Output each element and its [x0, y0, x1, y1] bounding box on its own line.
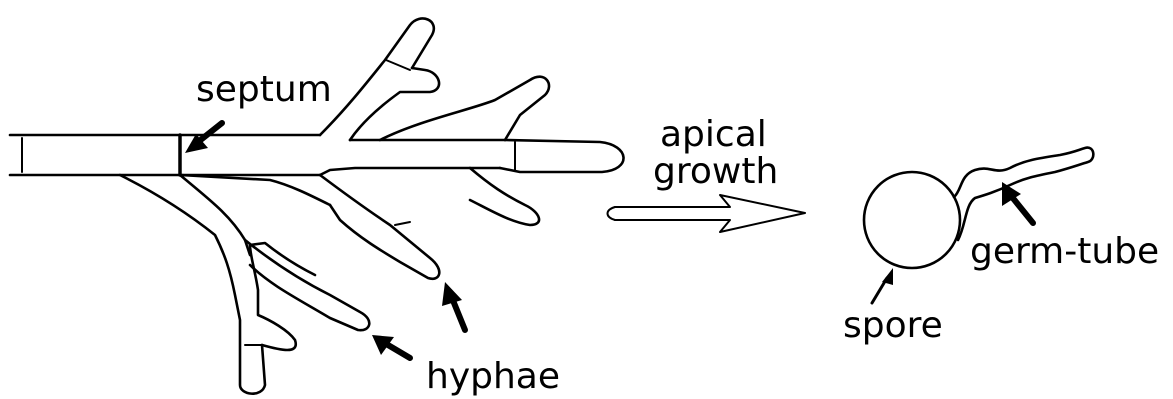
germ-tube-label: germ-tube: [970, 231, 1159, 272]
spore-body: [862, 170, 962, 270]
septum-pointer: [185, 120, 225, 153]
spore-with-germ-tube: [862, 146, 1095, 270]
germ-tube: [952, 146, 1095, 242]
germ-tube-pointer: [1002, 182, 1036, 226]
apical-growth-label-line1: apical: [660, 114, 767, 155]
spore-label: spore: [843, 305, 943, 346]
hyphal-network: [8, 17, 625, 395]
hyphae-pointer-upper: [442, 282, 468, 333]
primary-branch: [178, 17, 625, 227]
main-hypha: [8, 133, 182, 177]
apical-growth-label-line2: growth: [653, 151, 778, 192]
hyphae-label: hyphae: [426, 356, 560, 397]
spore-pointer: [870, 268, 893, 305]
descending-branches: [118, 173, 371, 395]
septum-label: septum: [196, 69, 332, 110]
hyphae-pointer-lower: [372, 335, 413, 361]
lower-branch: [178, 173, 441, 281]
apical-growth-arrow: [606, 194, 806, 233]
